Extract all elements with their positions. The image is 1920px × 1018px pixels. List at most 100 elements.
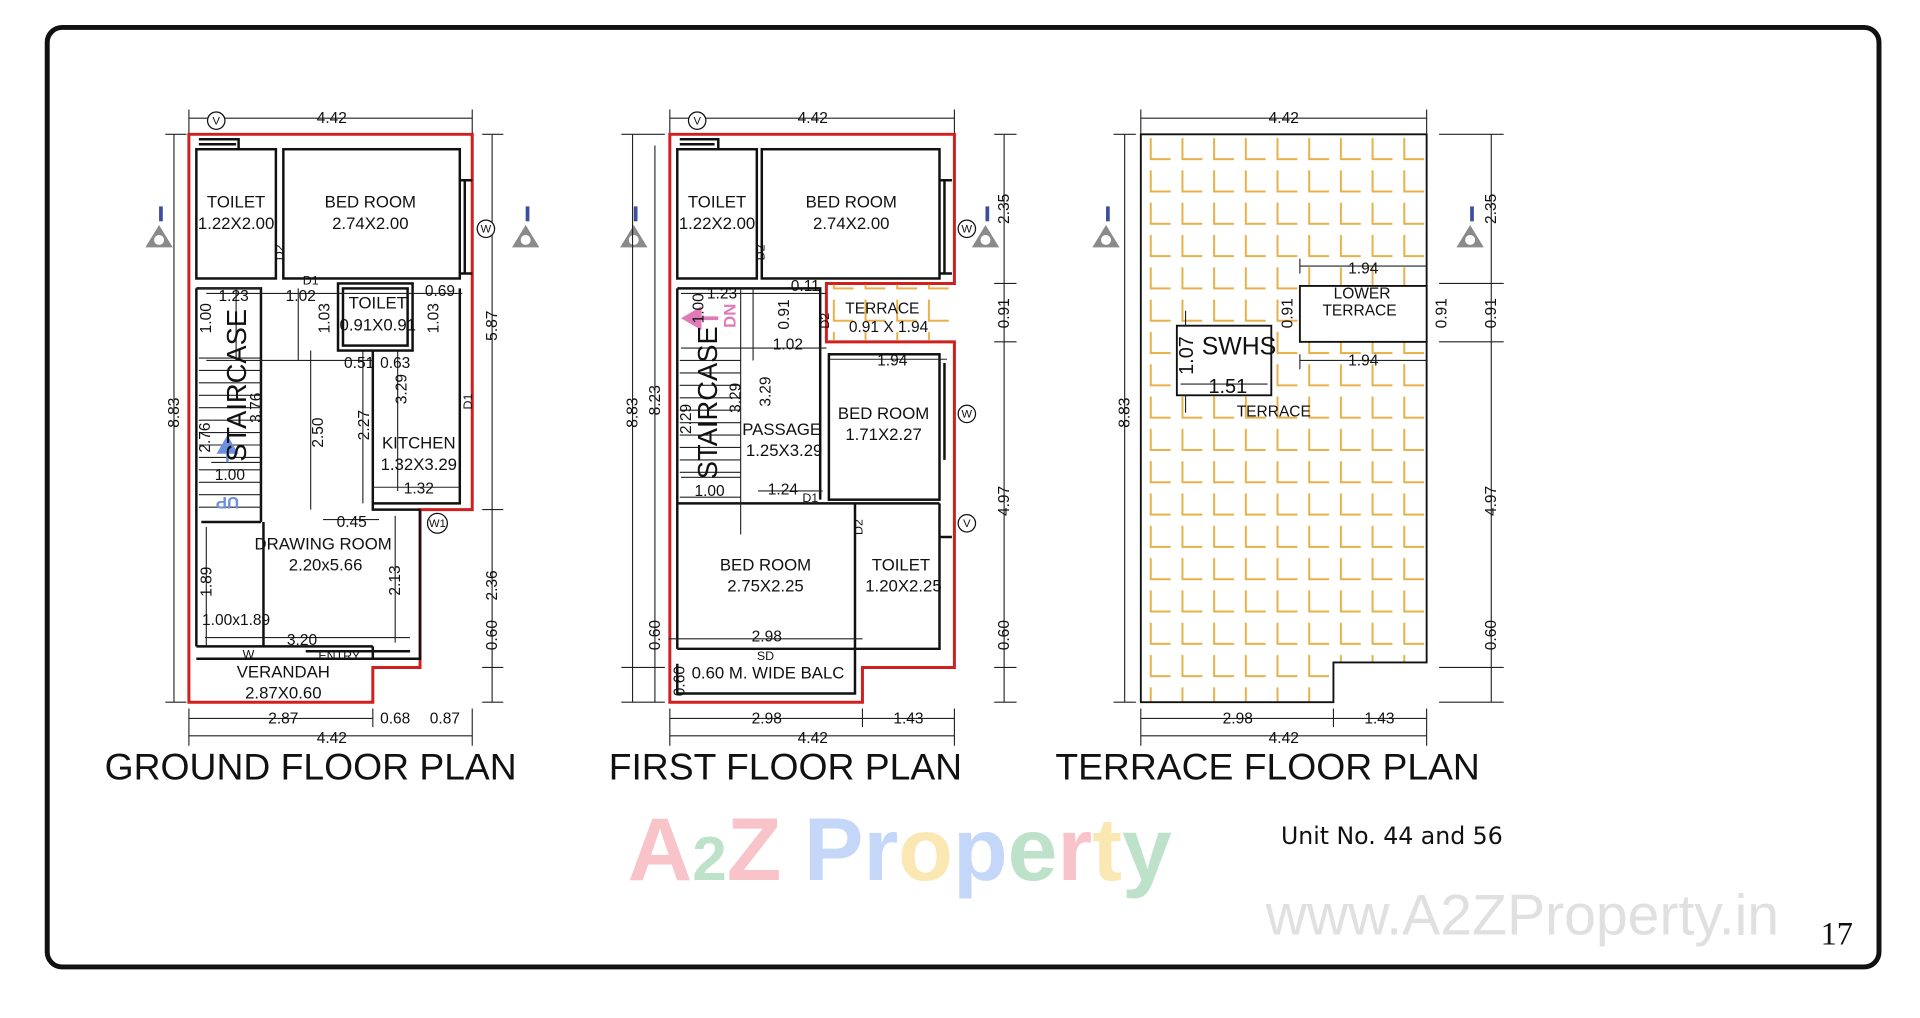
room-name: TERRACE xyxy=(845,300,919,317)
room-size: 2.74X2.00 xyxy=(813,214,889,233)
dim-label: 1.07 xyxy=(1176,336,1198,375)
window-tag: W xyxy=(962,409,973,421)
door-mark: D1 xyxy=(303,274,319,288)
dim-label: 2.36 xyxy=(484,570,501,600)
room-name: VERANDAH xyxy=(237,662,330,681)
dim-label: 5.87 xyxy=(484,311,501,341)
up-label: UP xyxy=(216,493,239,512)
window-tag: W1 xyxy=(429,518,446,530)
room-size: 0.91X0.91 xyxy=(340,316,416,335)
dim-label: 1.51 xyxy=(1208,376,1247,398)
dim-label: 0.91 xyxy=(1483,298,1500,328)
dim-label: 1.23 xyxy=(219,288,249,305)
room-name: TOILET xyxy=(207,193,265,212)
terrace-label: TERRACE xyxy=(1237,403,1311,420)
window-tag: W xyxy=(962,223,973,235)
dim-label: 0.51 xyxy=(344,355,374,372)
dim-label: 0.91 xyxy=(776,299,793,329)
dim-label: 1.32 xyxy=(404,480,434,497)
room-size: 1.22X2.00 xyxy=(679,214,755,233)
dim-label: 1.03 xyxy=(316,303,333,333)
dim-label: 2.87 xyxy=(268,710,298,727)
door-mark: D2 xyxy=(753,244,767,260)
room-name: BED ROOM xyxy=(838,404,929,423)
dim-label: 4.42 xyxy=(317,730,347,747)
staircase-label: STAIRCASE xyxy=(692,326,723,479)
dim-label: 0.60 xyxy=(1483,620,1500,651)
dim-label: 0.11 xyxy=(791,278,820,295)
window-tag: V xyxy=(963,518,971,530)
door-mark: D1 xyxy=(461,393,475,409)
dim-label: 2.98 xyxy=(752,628,782,645)
first-floor-plan: TOILET 1.22X2.00 BED ROOM 2.74X2.00 TERR… xyxy=(609,109,1017,787)
room-name: TOILET xyxy=(872,556,930,575)
room-size: 0.91 X 1.94 xyxy=(849,319,929,336)
dim-label: 1.00 xyxy=(198,303,215,334)
dim-label: 0.63 xyxy=(380,355,410,372)
door-mark: SD xyxy=(757,649,774,663)
dim-label: 2.35 xyxy=(1483,194,1500,224)
dim-label: 1.89 xyxy=(198,567,215,597)
terrace-tiles xyxy=(827,284,954,341)
lower-terrace-label: LOWER xyxy=(1334,285,1391,302)
ground-floor-plan: TOILET 1.22X2.00 BED ROOM 2.74X2.00 TOIL… xyxy=(105,109,540,787)
room-name: BED ROOM xyxy=(720,556,811,575)
dim-label: 3.29 xyxy=(757,376,774,406)
dim-label: 2.35 xyxy=(996,194,1013,224)
room-size: 1.32X3.29 xyxy=(381,455,457,474)
dim-label: 1.02 xyxy=(286,288,316,305)
dim-label: 0.60 xyxy=(484,620,501,651)
room-size: 1.71X2.27 xyxy=(845,425,921,444)
entry-label: ENTRY xyxy=(318,649,360,663)
dim-label: 1.23 xyxy=(707,285,737,302)
room-size: 2.87X0.60 xyxy=(245,684,321,703)
dim-label: 8.23 xyxy=(647,385,664,415)
lower-terrace-box xyxy=(1298,285,1428,343)
dim-label: 4.42 xyxy=(317,110,347,127)
dim-label: 1.00 xyxy=(690,293,707,324)
window-tag: V xyxy=(693,115,701,127)
dim-label: 4.42 xyxy=(1269,110,1299,127)
dim-label: 4.42 xyxy=(1269,730,1299,747)
page-number: 17 xyxy=(1821,916,1853,952)
ground-outer-boundary xyxy=(187,132,474,704)
room-name: BED ROOM xyxy=(806,193,897,212)
watermark-url: www.A2ZProperty.in xyxy=(1265,884,1780,948)
door-mark: D2 xyxy=(818,313,832,329)
plan-title: GROUND FLOOR PLAN xyxy=(105,745,517,787)
first-outer-boundary xyxy=(668,132,956,704)
compass-icon xyxy=(620,206,648,248)
compass-icon xyxy=(1456,206,1484,248)
dim-label: 0.69 xyxy=(425,283,455,300)
room-name: TOILET xyxy=(688,193,746,212)
dim-label: 0.68 xyxy=(380,710,410,727)
dim-label: 2.98 xyxy=(752,710,782,727)
dim-label: 4.42 xyxy=(798,110,828,127)
terrace-floor-plan: SWHS TERRACE LOWER TERRACE 4.42 8.83 2.3… xyxy=(1055,109,1504,787)
staircase-label: STAIRCASE xyxy=(221,309,252,462)
lower-terrace-label: TERRACE xyxy=(1322,303,1396,320)
compass-icon xyxy=(1092,206,1120,248)
dim-label: 3.76 xyxy=(248,393,265,423)
dim-label: 2.98 xyxy=(1223,710,1253,727)
dim-label: 1.94 xyxy=(1348,352,1379,369)
compass-icon xyxy=(512,206,540,248)
room-size: 1.25X3.29 xyxy=(746,441,822,460)
plan-title: TERRACE FLOOR PLAN xyxy=(1055,745,1480,787)
dim-label: 0.60 xyxy=(996,620,1013,651)
staircase-up-arrow-icon xyxy=(216,435,239,463)
dim-label: 1.00 xyxy=(694,483,725,500)
dim-label: 2.50 xyxy=(310,417,327,448)
dim-label: 8.83 xyxy=(625,398,642,428)
swhs-label: SWHS xyxy=(1202,333,1277,360)
room-size: 2.74X2.00 xyxy=(332,214,408,233)
room-name: DRAWING ROOM xyxy=(254,534,391,553)
dim-label: 2.76 xyxy=(197,422,214,452)
dim-label: 1.02 xyxy=(773,336,803,353)
unit-number-label: Unit No. 44 and 56 xyxy=(1281,822,1503,850)
dim-label: 8.83 xyxy=(166,398,183,428)
dim-label: 0.91 xyxy=(1434,298,1451,328)
dim-label: 4.97 xyxy=(1483,486,1500,516)
dim-label: 1.00 xyxy=(215,467,246,484)
